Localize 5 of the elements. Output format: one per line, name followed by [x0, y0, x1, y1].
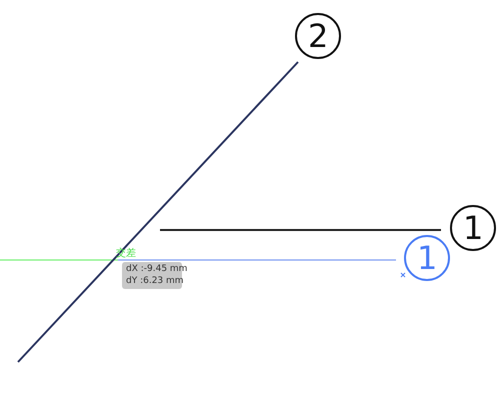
- callout-number: 1: [417, 242, 438, 274]
- callout-number: 1: [463, 212, 484, 244]
- tooltip-text: dX :-9.45 mm: [126, 265, 188, 274]
- tooltip-text: dY :6.23 mm: [126, 277, 184, 286]
- callout-number: 2: [308, 20, 328, 52]
